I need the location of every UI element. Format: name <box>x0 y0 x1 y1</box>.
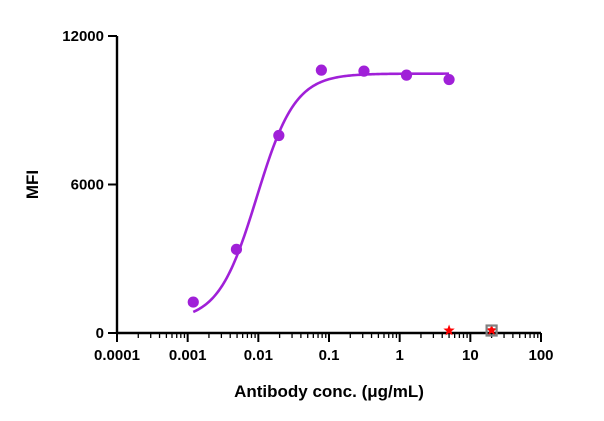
y-axis-ticks: 0 6000 12000 <box>62 28 117 342</box>
data-point <box>443 73 455 86</box>
data-point-star <box>485 324 498 336</box>
x-tick-label: 10 <box>462 347 479 364</box>
fit-curve <box>192 72 450 314</box>
fit-curve-layer <box>192 72 450 314</box>
axes: 0.0001 0.001 0.01 0.1 1 10 100 0 6000 12000 <box>62 28 553 364</box>
data-point <box>187 296 199 308</box>
x-tick-label: 0.0001 <box>94 347 140 364</box>
y-tick-label: 12000 <box>62 28 104 45</box>
data-point <box>400 69 413 81</box>
x-axis-ticks: 0.0001 0.001 0.01 0.1 1 10 100 <box>94 333 554 364</box>
x-tick-label: 0.001 <box>169 347 207 364</box>
x-tick-label: 0.1 <box>319 347 340 364</box>
y-tick-label: 0 <box>96 325 104 342</box>
data-point <box>273 129 285 142</box>
x-tick-label: 1 <box>395 347 403 364</box>
x-tick-label: 100 <box>528 347 553 364</box>
data-point <box>230 243 243 255</box>
data-points-layer <box>187 64 498 337</box>
x-tick-label: 0.01 <box>244 347 273 364</box>
data-point-star <box>443 324 455 336</box>
y-axis-title: MFI <box>23 170 42 199</box>
data-point-square <box>485 324 498 337</box>
x-axis-title: Antibody conc. (μg/mL) <box>234 382 424 401</box>
data-point <box>358 65 370 77</box>
data-point <box>315 64 327 76</box>
y-tick-label: 6000 <box>71 177 104 194</box>
